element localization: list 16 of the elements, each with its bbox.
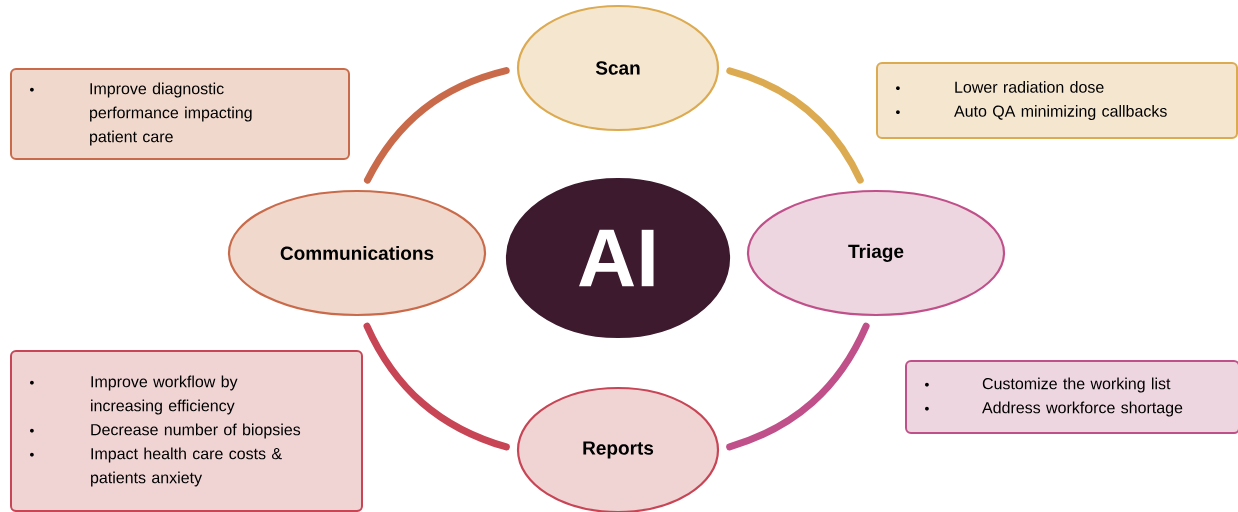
connector-arc bbox=[726, 67, 864, 184]
bullet-item: Auto QA minimizing callbacks bbox=[954, 105, 1167, 120]
connector-arc bbox=[363, 67, 510, 184]
bullet-item: Customize the working list bbox=[982, 377, 1171, 393]
bullet-item: Improve workflow by increasing efficiency bbox=[91, 375, 238, 415]
bullet-item: Lower radiation dose bbox=[955, 81, 1104, 93]
bullet-item: Impact health care costs & patients anxiety bbox=[91, 447, 282, 487]
connector-arc bbox=[726, 322, 870, 451]
connector-arc bbox=[363, 322, 510, 451]
bullet-box bbox=[876, 62, 1238, 139]
bullet-item: Improve diagnostic performance impacting patient care bbox=[90, 82, 252, 146]
bullet-item: Address workforce shortage bbox=[982, 401, 1183, 417]
bullet-box bbox=[905, 360, 1238, 434]
bullet-box bbox=[10, 68, 350, 160]
bullet-box bbox=[10, 350, 363, 512]
bullet-item: Decrease number of biopsies bbox=[91, 423, 301, 439]
